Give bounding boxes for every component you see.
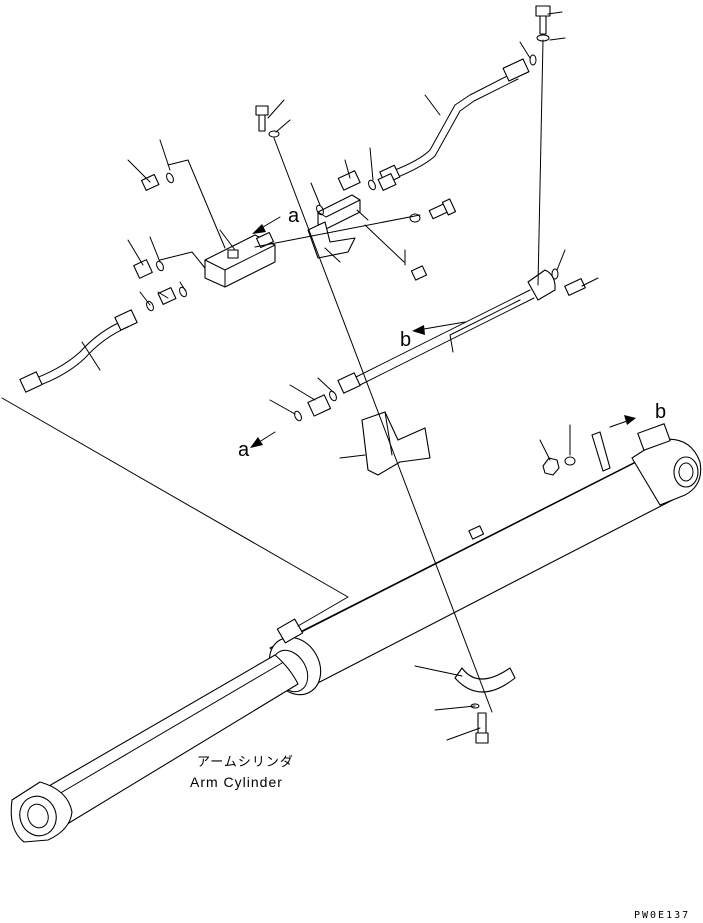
arm-cylinder [10,423,702,843]
clamp-bracket-upper [307,221,356,259]
clamp-lower [454,667,516,693]
arrow-a-lower-icon [250,431,276,448]
marker-b-upper: b [400,329,411,351]
assembly-lines [1,39,544,713]
caption-english: Arm Cylinder [190,774,283,790]
tube-middle [337,269,556,394]
pipe-fitting-upper [317,194,361,230]
arrow-b-lower-icon [609,415,636,428]
valve-block [204,231,276,288]
small-parts [133,5,611,744]
caption-japanese: アームシリンダ [197,754,294,769]
arrow-a-upper-icon [252,216,281,234]
tube-upper [379,58,530,185]
arrow-b-upper-icon [412,321,466,335]
drawing-code: PW0E137 [634,910,690,921]
clamp-bracket-middle [361,411,431,476]
marker-b-lower: b [655,401,666,423]
marker-a-upper: a [288,205,300,227]
marker-a-lower: a [238,439,250,461]
leader-lines [81,11,599,741]
hose-left [19,309,138,393]
